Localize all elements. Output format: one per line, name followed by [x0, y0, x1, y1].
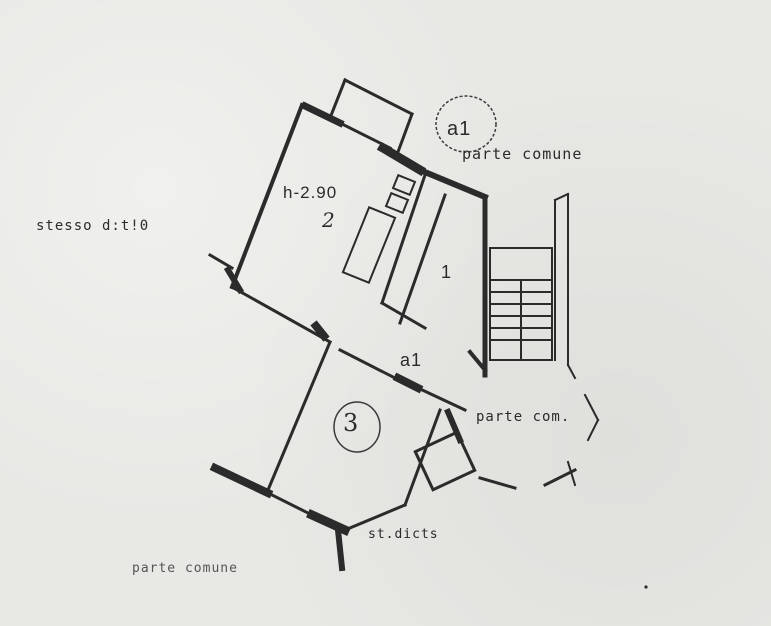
upper-left-wall — [229, 102, 305, 290]
upper-left-pillar — [223, 265, 245, 295]
balcony-left — [328, 78, 347, 120]
label-a1-top: a1 — [447, 118, 472, 140]
parte-comune-door — [542, 467, 578, 488]
upper-bottom-wall — [229, 284, 333, 345]
label-parte-comune-mid: parte com. — [476, 409, 571, 425]
label-room-3: 3 — [343, 409, 360, 437]
upper-bottom-pillar — [310, 320, 330, 342]
corridor-partition — [398, 193, 447, 325]
balcony-right — [396, 112, 414, 154]
label-parte-comune-top: parte comune — [462, 145, 583, 163]
partition-foot — [379, 300, 428, 331]
lower-left-wall — [266, 340, 332, 492]
speck — [644, 585, 648, 589]
lower-bottom-window — [265, 490, 315, 518]
bathroom-tub — [413, 430, 477, 492]
label-a1-mid: a1 — [400, 350, 423, 370]
annotation-circle-room-3 — [333, 401, 381, 453]
lower-left-pillar — [209, 462, 274, 499]
lower-top-wall — [337, 347, 398, 381]
upper-top-wall-segment — [300, 101, 345, 128]
label-room-2: 2 — [322, 208, 336, 232]
kitchen-partition — [380, 173, 427, 305]
lower-right-wall — [403, 408, 442, 507]
balcony-top — [342, 77, 415, 117]
upper-top-pillar — [376, 141, 427, 177]
label-ceiling-height: h-2.90 — [283, 183, 338, 202]
label-stesso-ditta: stesso d:t!0 — [36, 218, 150, 234]
annotation-circle-a1 — [435, 95, 497, 153]
bathroom-door-swing — [478, 476, 517, 490]
label-studio: st.dicts — [368, 527, 439, 542]
lower-top-pillar — [392, 372, 424, 394]
lower-stub-column — [334, 526, 346, 572]
stair-landing-wall — [467, 349, 488, 373]
label-parte-comune-bottom: parte comune — [132, 561, 238, 576]
lower-top-right — [416, 386, 467, 412]
upper-top-right-wall — [416, 166, 489, 201]
left-stub-wall — [207, 252, 235, 271]
stove — [391, 173, 417, 197]
kitchen-counter — [341, 206, 397, 284]
label-room-1: 1 — [441, 262, 453, 282]
bathroom-wall — [444, 408, 464, 444]
lower-bay-wall — [343, 503, 407, 532]
sink — [384, 191, 410, 215]
